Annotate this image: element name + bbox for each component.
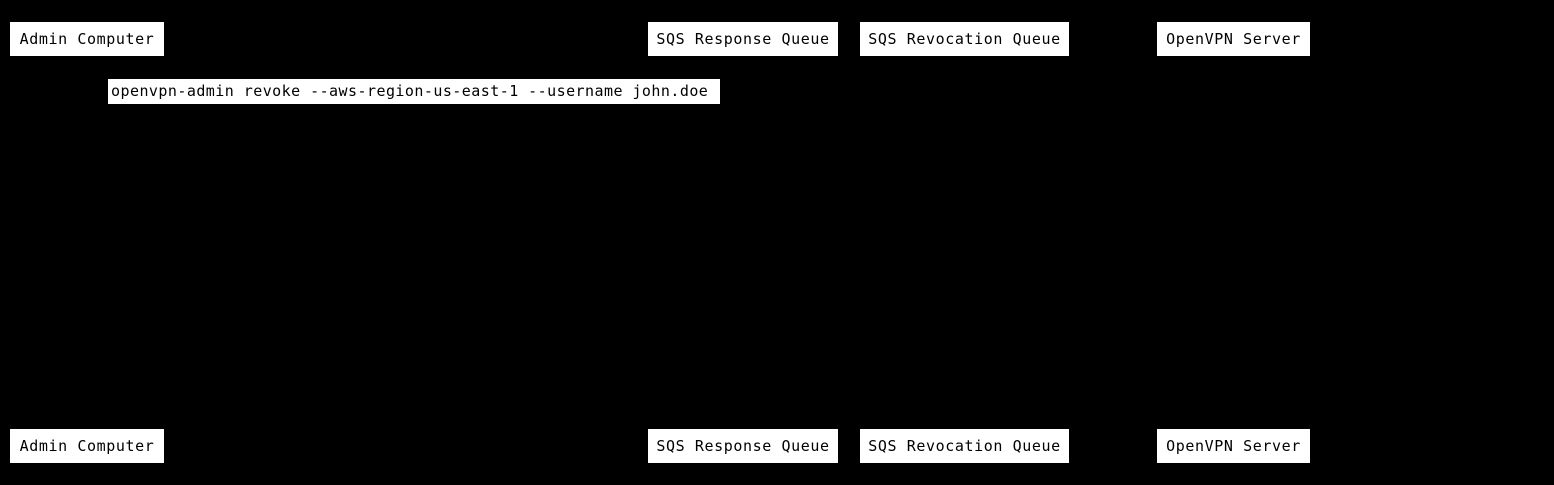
participant-top-openvpn-server[interactable]: OpenVPN Server — [1157, 22, 1310, 56]
participant-label: Admin Computer — [19, 436, 155, 455]
lifeline-sqs-response-queue — [743, 56, 744, 429]
participant-label: SQS Response Queue — [656, 436, 830, 455]
lifeline-openvpn-server — [1233, 56, 1234, 429]
participant-label: SQS Revocation Queue — [868, 436, 1061, 455]
participant-label: OpenVPN Server — [1166, 29, 1301, 48]
participant-bottom-sqs-revocation-queue[interactable]: SQS Revocation Queue — [860, 429, 1069, 463]
participant-top-admin-computer[interactable]: Admin Computer — [10, 22, 164, 56]
participant-label: SQS Response Queue — [656, 29, 830, 48]
participant-label: Admin Computer — [19, 29, 155, 48]
participant-bottom-openvpn-server[interactable]: OpenVPN Server — [1157, 429, 1310, 463]
participant-top-sqs-revocation-queue[interactable]: SQS Revocation Queue — [860, 22, 1069, 56]
participant-bottom-sqs-response-queue[interactable]: SQS Response Queue — [648, 429, 838, 463]
lifeline-admin-computer — [87, 56, 88, 429]
participant-label: SQS Revocation Queue — [868, 29, 1061, 48]
participant-top-sqs-response-queue[interactable]: SQS Response Queue — [648, 22, 838, 56]
message-revoke-command[interactable]: openvpn-admin revoke --aws-region-us-eas… — [108, 79, 720, 104]
message-label: openvpn-admin revoke --aws-region-us-eas… — [111, 82, 709, 100]
participant-label: OpenVPN Server — [1166, 436, 1301, 455]
participant-bottom-admin-computer[interactable]: Admin Computer — [10, 429, 164, 463]
lifeline-sqs-revocation-queue — [964, 56, 965, 429]
